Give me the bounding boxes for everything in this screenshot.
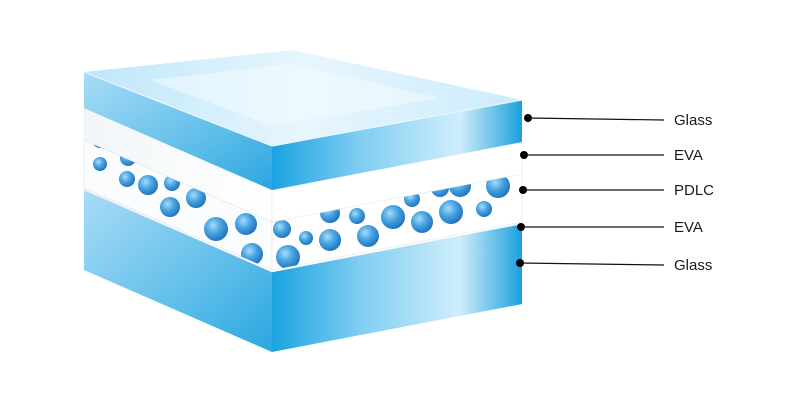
droplet-group-front (273, 174, 510, 269)
label-pdlc: PDLC (519, 182, 714, 199)
glass-top-inner-sheen (150, 64, 440, 126)
lc-droplet (276, 245, 300, 269)
leader-line (527, 117, 665, 121)
glass-top-layer (83, 50, 523, 190)
lc-droplet (204, 217, 228, 241)
lc-droplet (319, 229, 341, 251)
layer-label-text: Glass (674, 112, 712, 129)
glass-top-side-face (84, 72, 272, 190)
label-glass-top: Glass (524, 112, 712, 129)
pdlc-layer (83, 139, 523, 271)
lc-droplet (411, 211, 433, 233)
glass-bottom-side-face (84, 190, 272, 352)
layer-label-text: Glass (674, 257, 712, 274)
lc-droplet (381, 205, 405, 229)
layer-label-text: EVA (674, 147, 703, 164)
glass-bottom-layer (84, 190, 522, 352)
lc-droplet (186, 188, 206, 208)
glass-top-edge-highlight (83, 71, 273, 147)
lc-droplet (299, 231, 313, 245)
glass-top-front-face (272, 100, 522, 190)
lc-droplet (235, 213, 257, 235)
label-eva-top: EVA (520, 147, 703, 164)
glass-top-front-edge-highlight (271, 99, 523, 147)
lc-droplet (476, 201, 492, 217)
label-eva-bottom: EVA (517, 219, 703, 236)
lc-droplet (349, 208, 365, 224)
layer-label-text: PDLC (674, 182, 714, 199)
glass-bottom-front-face (272, 224, 522, 352)
lc-droplet (119, 171, 135, 187)
lc-droplet (273, 220, 291, 238)
lc-droplet (138, 175, 158, 195)
lc-droplet (93, 157, 107, 171)
label-glass-bottom: Glass (516, 257, 712, 274)
layer-label-text: EVA (674, 219, 703, 236)
lc-droplet (439, 200, 463, 224)
lc-droplet (160, 197, 180, 217)
lc-droplet (357, 225, 379, 247)
leader-line (519, 262, 665, 266)
